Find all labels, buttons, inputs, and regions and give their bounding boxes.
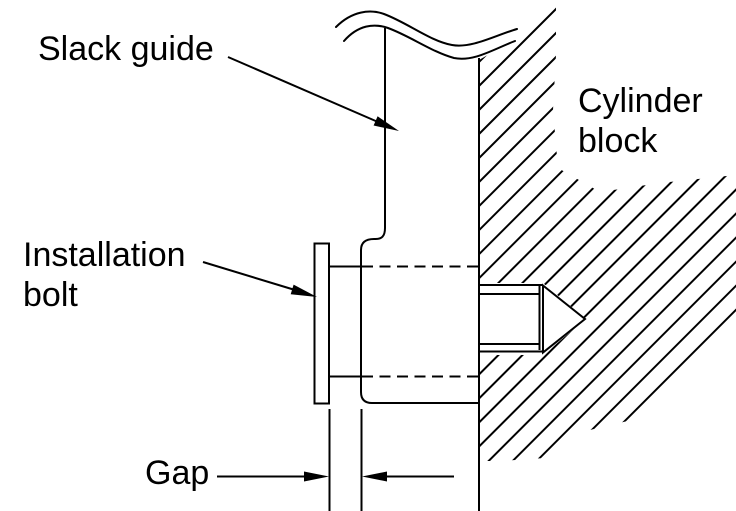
break-line-upper (335, 10, 518, 47)
label-installation-bolt: Installation bolt (23, 235, 186, 315)
installation-bolt-arrowhead-icon (290, 284, 317, 297)
installation-bolt-drawing (313, 242, 587, 405)
label-slack-guide: Slack guide (38, 30, 214, 68)
bolt-shaft-visible (329, 265, 361, 378)
label-cylinder-block-line2: block (578, 122, 658, 160)
installation-bolt-leader (202, 261, 317, 297)
slack-guide-arrowhead-icon (373, 116, 399, 131)
break-lines (335, 10, 518, 60)
gap-arrowhead-right-icon (304, 471, 329, 482)
label-gap: Gap (145, 454, 210, 492)
slack-guide-leader (227, 56, 399, 131)
cylinder-block-hatching (478, 3, 736, 461)
bolt-head-flange (313, 242, 330, 405)
label-cylinder-block-line1: Cylinder (578, 82, 703, 120)
label-cylinder-block: Cylinder block (578, 81, 703, 161)
gap-dimension (217, 409, 454, 511)
gap-arrowhead-left-icon (362, 471, 387, 482)
label-installation-bolt-line2: bolt (23, 276, 78, 314)
slack-guide-outline (360, 28, 479, 404)
bolt-shaft-hidden-dashed (362, 265, 478, 378)
label-installation-bolt-line1: Installation (23, 236, 186, 274)
break-line-lower (343, 24, 516, 60)
bolt-point-cone (542, 283, 587, 355)
bolt-thread-section (479, 284, 543, 353)
